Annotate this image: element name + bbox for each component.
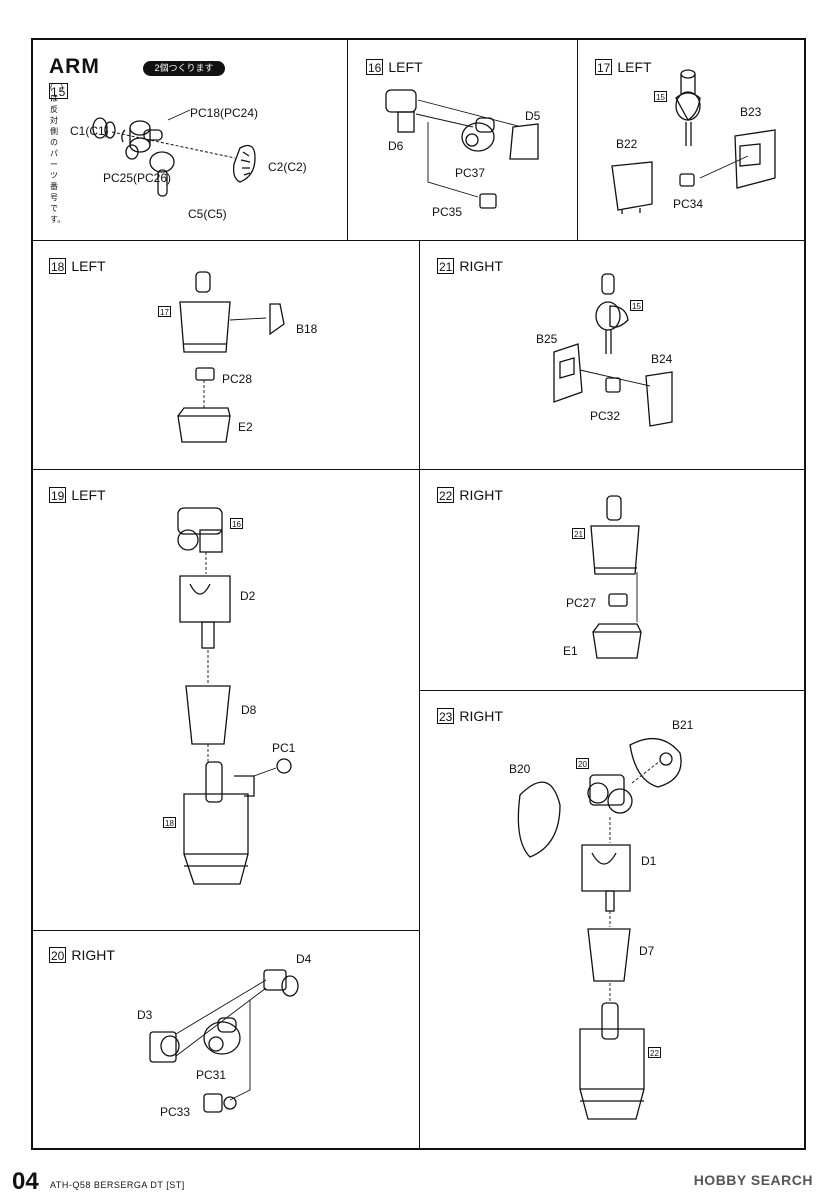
- divider-left-low: [31, 930, 419, 931]
- step-21-direction: RIGHT: [459, 258, 503, 274]
- label-b21: B21: [672, 718, 694, 732]
- step-23-heading: 23 RIGHT: [437, 708, 503, 724]
- quantity-badge: 2個つくります: [143, 61, 225, 76]
- step-16-heading: 16 LEFT: [366, 59, 423, 75]
- label-d7: D7: [639, 944, 655, 958]
- divider-col-a: [347, 38, 348, 240]
- label-b22: B22: [616, 137, 638, 151]
- step-23-ref-20: 20: [576, 758, 589, 769]
- model-name: ATH-Q58 BERSERGA DT [ST]: [50, 1180, 185, 1190]
- label-pc28: PC28: [222, 372, 253, 386]
- step-19-direction: LEFT: [71, 487, 106, 503]
- label-pc32: PC32: [590, 409, 621, 423]
- step-23-ref-22: 22: [648, 1047, 661, 1058]
- step-22-ref: 21: [572, 528, 585, 539]
- step-20-heading: 20 RIGHT: [49, 947, 115, 963]
- watermark-logo: HOBBY SEARCH: [693, 1172, 813, 1188]
- step-22-number: 22: [437, 487, 455, 503]
- label-d4: D4: [296, 952, 312, 966]
- arm-step-number: 15: [49, 83, 69, 100]
- label-pc37: PC37: [455, 166, 486, 180]
- label-b24: B24: [651, 352, 673, 366]
- label-pc25: PC25(PC26): [103, 171, 172, 185]
- step-23-drawing: [517, 737, 682, 1120]
- label-e2: E2: [238, 420, 253, 434]
- label-b20: B20: [509, 762, 531, 776]
- label-d3: D3: [137, 1008, 153, 1022]
- label-pc31: PC31: [196, 1068, 227, 1082]
- step-17-ref: 15: [654, 91, 667, 102]
- label-b23: B23: [740, 105, 762, 119]
- label-pc18: PC18(PC24): [190, 106, 259, 120]
- label-d8: D8: [241, 703, 257, 717]
- label-e1: E1: [563, 644, 578, 658]
- step-22-heading: 22 RIGHT: [437, 487, 503, 503]
- arm-title-text: ARM: [49, 55, 100, 78]
- step-21-heading: 21 RIGHT: [437, 258, 503, 274]
- divider-row2: [31, 469, 806, 470]
- step-23-number: 23: [437, 708, 455, 724]
- step-21-drawing: [553, 273, 673, 427]
- label-d6: D6: [388, 139, 404, 153]
- step-21-number: 21: [437, 258, 455, 274]
- label-d1: D1: [641, 854, 657, 868]
- step-16-drawing: [385, 89, 539, 209]
- label-b25: B25: [536, 332, 558, 346]
- step-19-number: 19: [49, 487, 67, 503]
- step-18-heading: 18 LEFT: [49, 258, 106, 274]
- arm-note: ( )は反対側のパーツ番号です。: [50, 83, 66, 224]
- step-18-direction: LEFT: [71, 258, 106, 274]
- step-20-direction: RIGHT: [71, 947, 115, 963]
- step-19-drawing: [177, 507, 292, 885]
- step-16-direction: LEFT: [388, 59, 423, 75]
- page-frame: [31, 38, 806, 1150]
- label-pc35: PC35: [432, 205, 463, 219]
- step-17-drawing: [611, 69, 776, 214]
- step-22-drawing: [590, 495, 642, 659]
- divider-col-b: [577, 38, 578, 240]
- step-19-ref-18: 18: [163, 817, 176, 828]
- divider-right-mid: [419, 690, 806, 691]
- label-c5: C5(C5): [188, 207, 227, 221]
- step-18-number: 18: [49, 258, 67, 274]
- label-pc34: PC34: [673, 197, 704, 211]
- label-pc27: PC27: [566, 596, 597, 610]
- label-b18: B18: [296, 322, 318, 336]
- step-18-drawing: [177, 271, 285, 443]
- step-17-heading: 17 LEFT: [595, 59, 652, 75]
- divider-row1: [31, 240, 806, 241]
- label-d2: D2: [240, 589, 256, 603]
- label-pc33: PC33: [160, 1105, 191, 1119]
- step-20-number: 20: [49, 947, 67, 963]
- arm-title: ARM 15: [49, 55, 100, 103]
- step-22-direction: RIGHT: [459, 487, 503, 503]
- step-19-heading: 19 LEFT: [49, 487, 106, 503]
- divider-col-mid: [419, 240, 420, 1150]
- step-19-ref-16: 16: [230, 518, 243, 529]
- label-d5: D5: [525, 109, 541, 123]
- step-23-direction: RIGHT: [459, 708, 503, 724]
- label-c1: C1(C1): [70, 124, 109, 138]
- page-number: 04: [12, 1168, 39, 1195]
- label-pc1: PC1: [272, 741, 296, 755]
- step-21-ref: 15: [630, 300, 643, 311]
- step-16-number: 16: [366, 59, 384, 75]
- step-20-drawing: [149, 969, 299, 1113]
- step-18-ref: 17: [158, 306, 171, 317]
- step-17-number: 17: [595, 59, 613, 75]
- label-c2: C2(C2): [268, 160, 307, 174]
- arm-assembly-drawing: [92, 109, 256, 197]
- step-17-direction: LEFT: [617, 59, 652, 75]
